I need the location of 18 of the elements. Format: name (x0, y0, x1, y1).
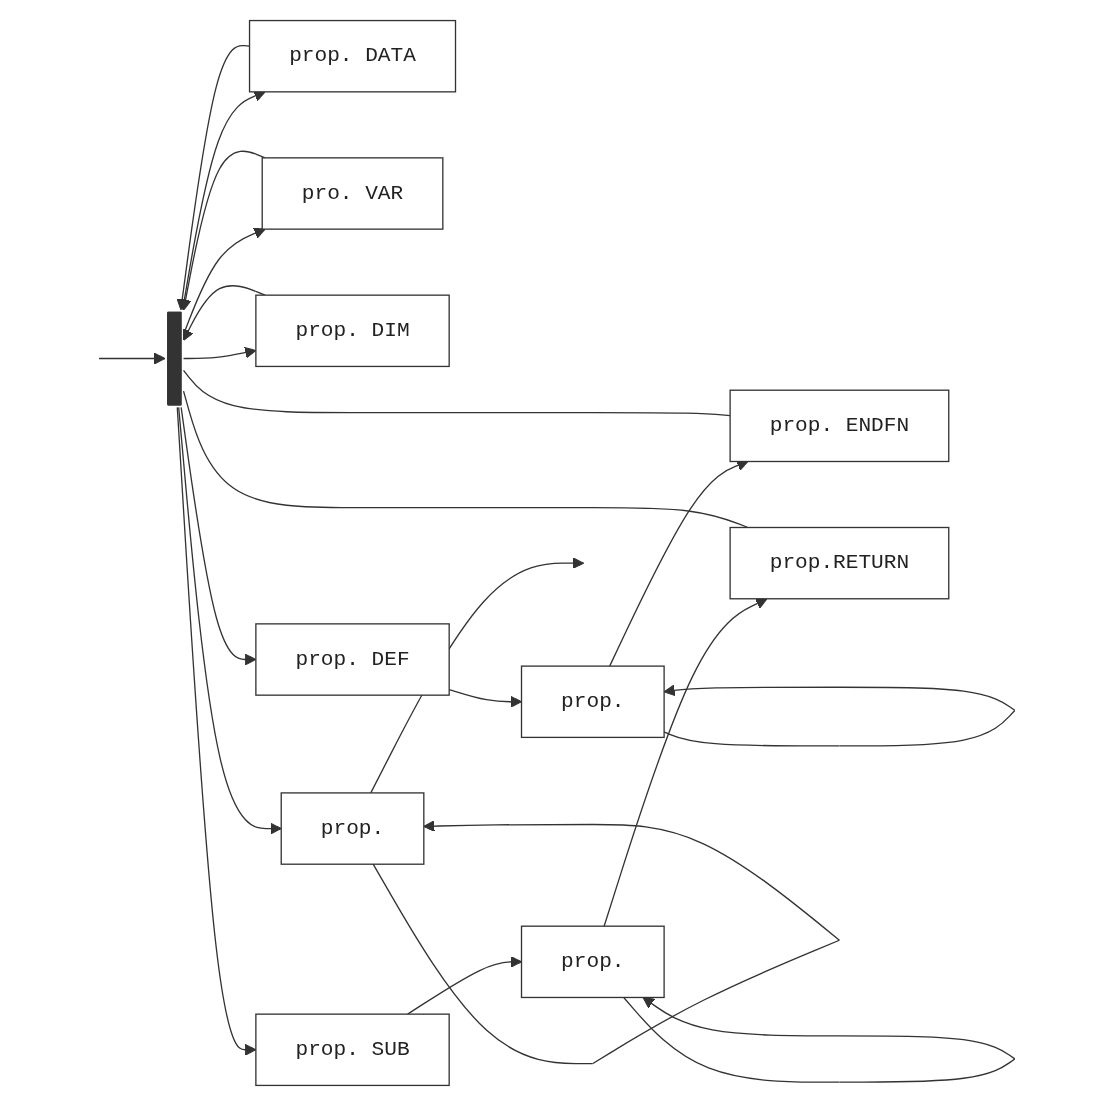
arrow (181, 90, 266, 311)
node-box: prop. DATA (248, 19, 456, 93)
node-box: prop. (520, 925, 665, 999)
node-box: prop. (280, 792, 425, 865)
arrow (176, 44, 250, 311)
node-box: prop.RETURN (729, 526, 950, 600)
arrow (603, 598, 768, 927)
node-box: prop. (520, 665, 665, 739)
node-box: prop. SUB (254, 1013, 450, 1087)
arrow (182, 285, 266, 341)
node-box: prop. DEF (254, 623, 450, 696)
arrow (406, 956, 522, 1015)
node-box: prop. DIM (254, 294, 450, 368)
node-box: pro. VAR (261, 157, 444, 230)
node-box: prop. ENDFN (729, 389, 950, 463)
arrow (448, 688, 522, 708)
connector (182, 390, 749, 529)
arrow (98, 352, 166, 365)
